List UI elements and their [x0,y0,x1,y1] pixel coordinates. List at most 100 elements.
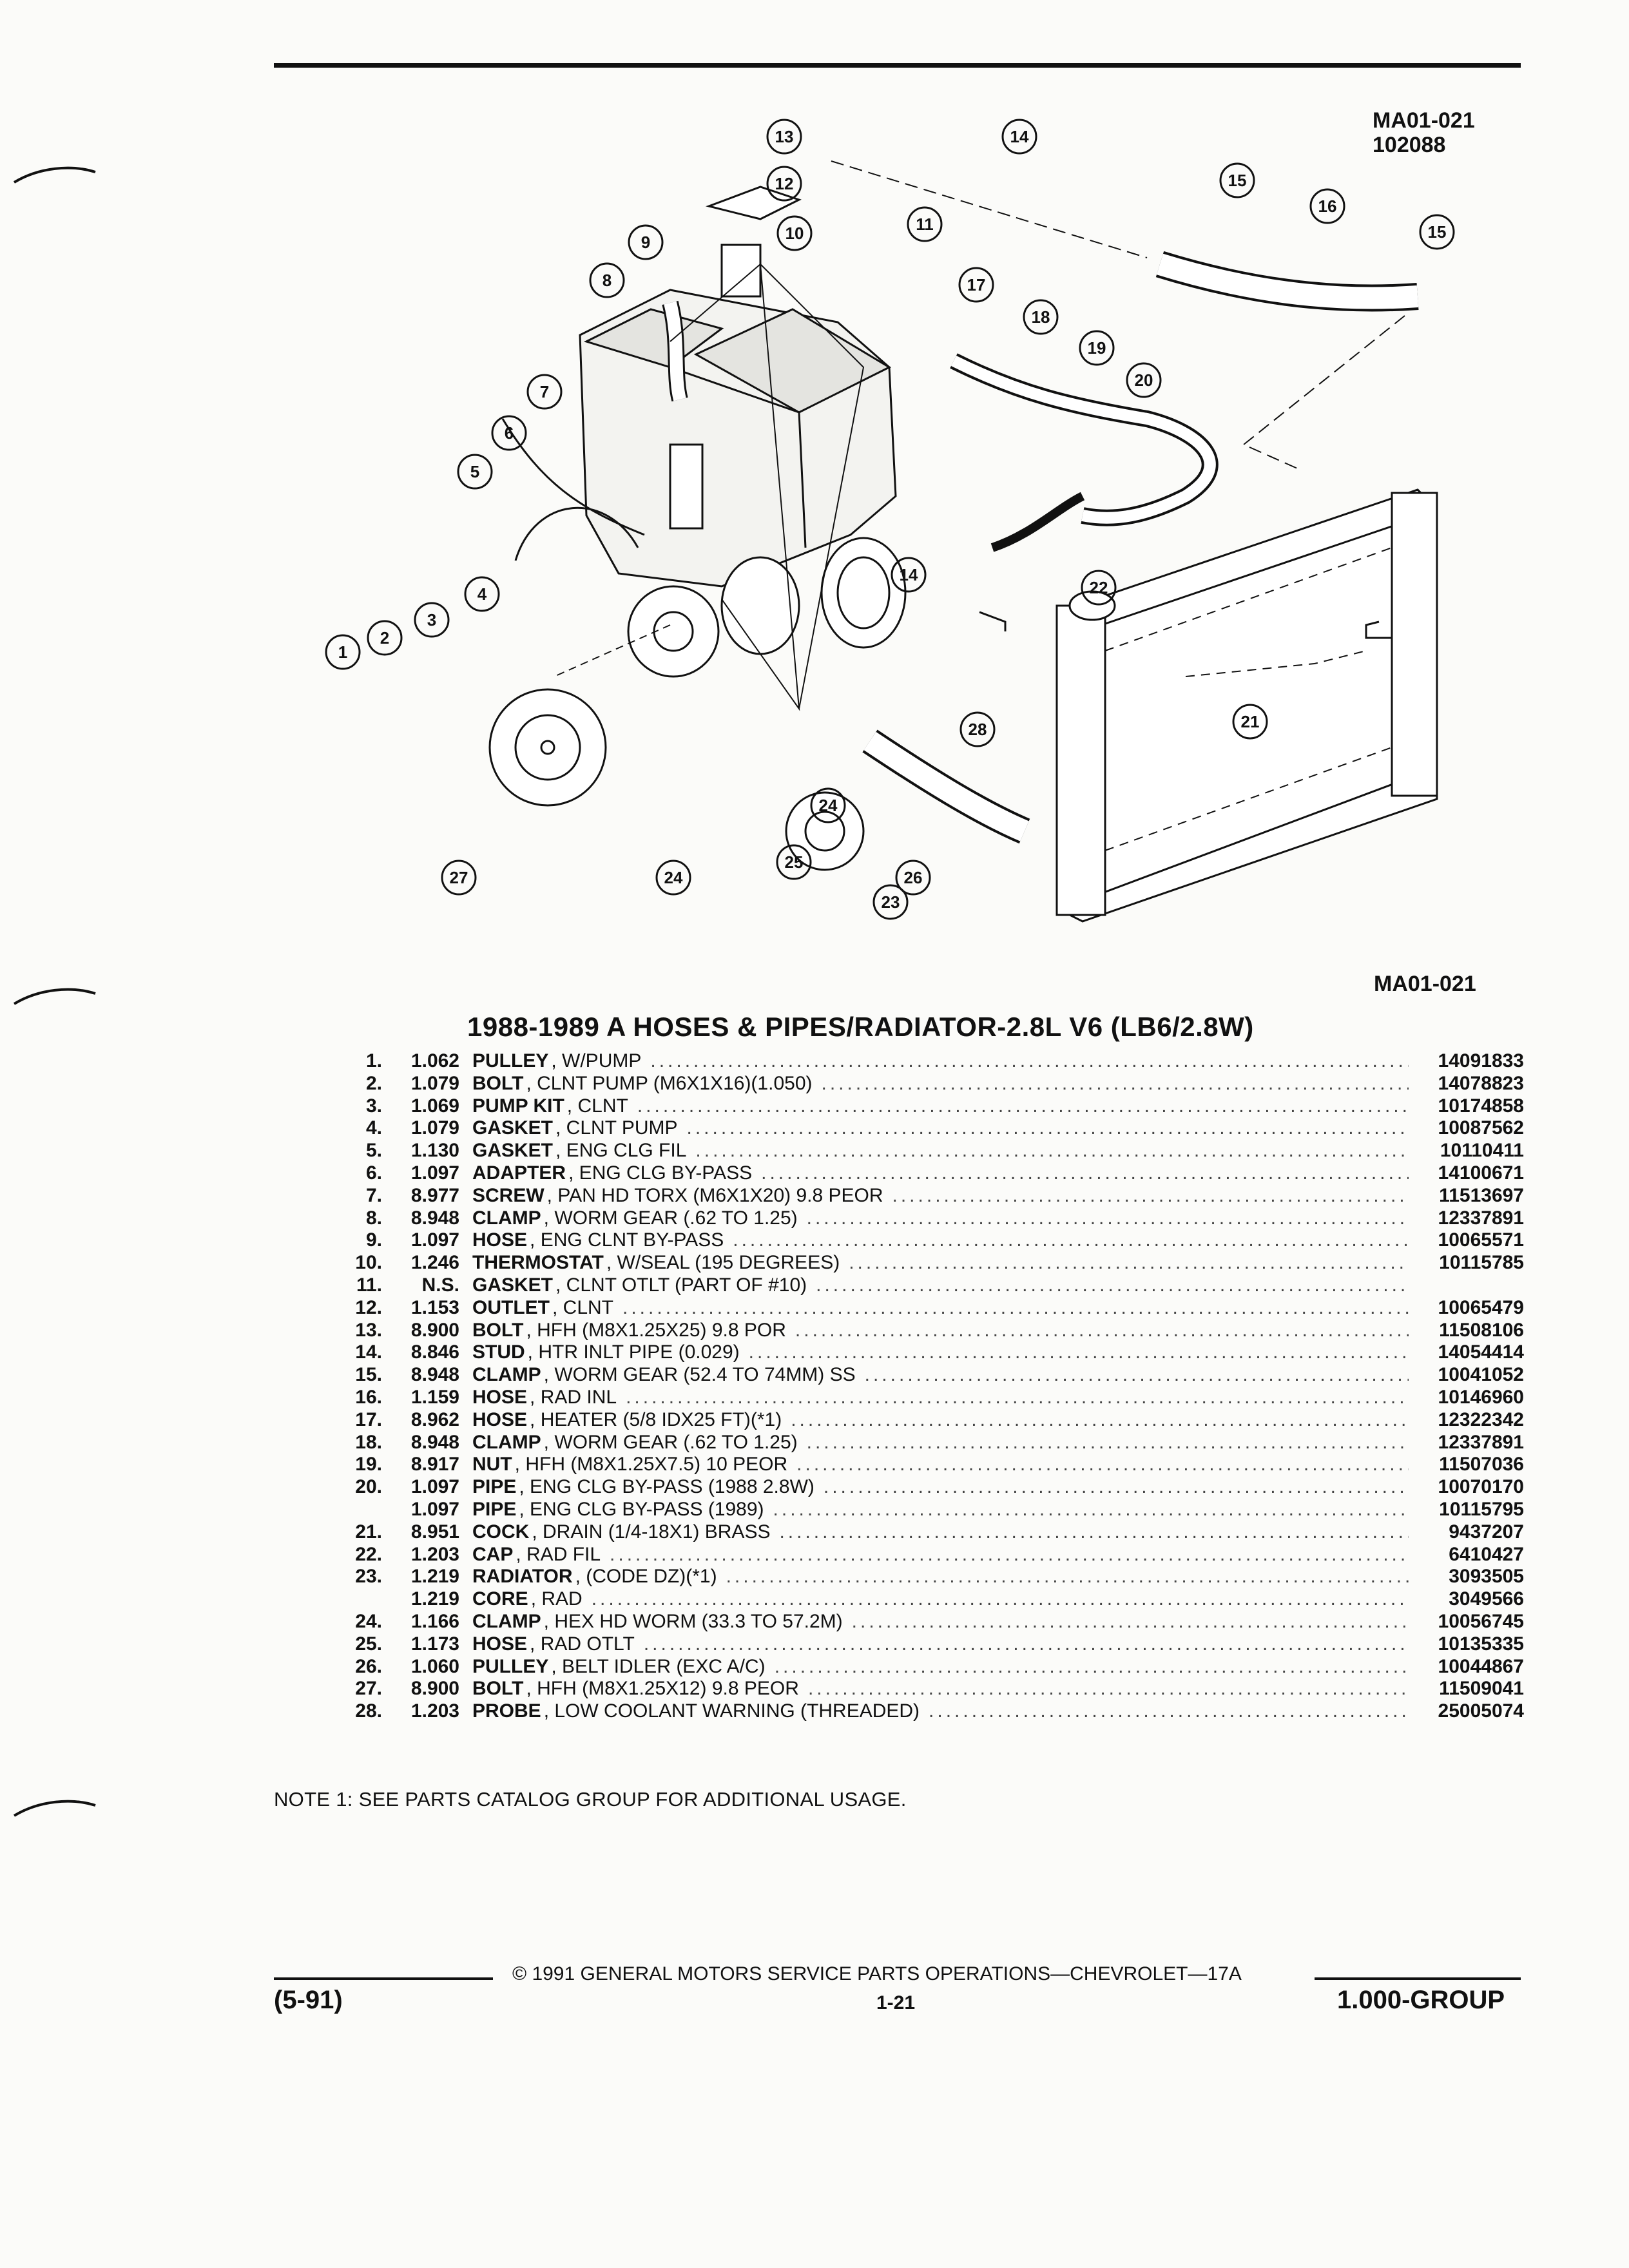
part-description: , RAD OTLT [530,1633,635,1655]
part-code: 8.948 [410,1431,459,1453]
part-description: , ENG CLNT BY-PASS [530,1229,724,1251]
part-description: , ENG CLG BY-PASS (1989) [519,1498,764,1520]
leader-dots [761,1162,1409,1184]
illustration-code: MA01-021 102088 [1373,108,1475,157]
part-code: 8.917 [410,1454,459,1475]
part-description: , PAN HD TORX (M6X1X20) 9.8 PEOR [546,1184,883,1206]
part-name: COCK [472,1521,530,1542]
part-code: 1.203 [410,1543,459,1565]
callout-24b: 24 [664,868,683,887]
part-name: PROBE [472,1700,541,1722]
part-number: 10110411 [1440,1140,1524,1162]
part-name: PIPE [472,1476,517,1498]
leader-dots [733,1229,1409,1251]
part-description: , CLNT [552,1296,614,1318]
part-ref-number: 3. [365,1095,382,1117]
leader-dots [929,1700,1409,1722]
part-name: GASKET [472,1274,554,1296]
part-number: 10146960 [1438,1386,1524,1408]
part-code: 1.246 [410,1252,459,1274]
part-number: 14054414 [1438,1341,1524,1363]
illustration-code-line1: MA01-021 [1373,108,1475,133]
part-ref-number: 17. [355,1408,382,1430]
part-number: 12337891 [1438,1431,1524,1453]
part-number: 10044867 [1438,1655,1524,1677]
callout-13: 13 [775,127,794,146]
part-ref-number: 15. [355,1364,382,1386]
callout-23: 23 [882,892,900,912]
callout-26: 26 [904,868,923,887]
callout-25: 25 [785,852,804,872]
callout-22: 22 [1090,578,1108,597]
callout-15: 15 [1228,171,1247,190]
part-ref-number: 25. [355,1633,382,1655]
part-code: 8.948 [410,1207,459,1229]
leader-dots [795,1320,1409,1341]
part-ref-number: 22. [355,1543,382,1565]
callout-9: 9 [641,233,650,252]
leader-dots [852,1611,1409,1633]
part-ref-number: 20. [355,1476,382,1498]
part-number: 3093505 [1449,1566,1524,1588]
part-name: BOLT [472,1678,524,1700]
part-description: , HFH (M8X1.25X7.5) 10 PEOR [514,1454,788,1475]
part-name: CLAMP [472,1364,541,1386]
part-name: CLAMP [472,1207,541,1229]
part-ref-number: 16. [355,1386,382,1408]
part-ref-number: 24. [355,1610,382,1632]
part-ref-number: 28. [355,1700,382,1722]
leader-dots [775,1656,1409,1678]
part-code: 1.203 [410,1700,459,1722]
part-description: , CLNT PUMP [555,1117,678,1139]
part-name: PIPE [472,1498,517,1520]
part-description: , DRAIN (1/4-18X1) BRASS [532,1521,771,1542]
callout-27: 27 [450,868,468,887]
leader-dots [807,1432,1409,1454]
part-name: HOSE [472,1633,528,1655]
part-description: , CLNT PUMP (M6X1X16)(1.050) [526,1072,813,1094]
part-ref-number: 11. [356,1274,382,1296]
part-description: , W/SEAL (195 DEGREES) [606,1252,840,1274]
part-description: , HTR INLT PIPE (0.029) [527,1341,740,1363]
leader-dots [592,1588,1409,1610]
callout-19: 19 [1088,338,1106,358]
part-description: , CLNT OTLT (PART OF #10) [555,1274,807,1296]
part-ref-number: 6. [365,1162,382,1184]
part-name: ADAPTER [472,1162,566,1184]
part-code: 8.962 [410,1408,459,1430]
page-title: 1988-1989 A HOSES & PIPES/RADIATOR-2.8L … [467,1012,1254,1042]
part-ref-number: 7. [365,1184,382,1206]
leader-dots [773,1499,1409,1521]
part-number: 10087562 [1438,1117,1524,1139]
part-number: 10070170 [1438,1476,1524,1498]
leader-dots [822,1073,1409,1095]
part-code: 1.097 [410,1498,459,1520]
part-code: 1.219 [410,1566,459,1588]
part-code: 1.219 [410,1588,459,1610]
callout-4: 4 [477,584,487,604]
part-ref-number: 5. [365,1140,382,1162]
leader-dots [779,1521,1409,1543]
part-name: PULLEY [472,1655,549,1677]
part-code: 1.173 [410,1633,459,1655]
part-code: 1.097 [410,1229,459,1251]
callout-18: 18 [1032,307,1050,327]
leader-dots [695,1140,1409,1162]
part-number: 9437207 [1449,1521,1524,1542]
part-ref-number: 1. [365,1050,382,1072]
leader-dots [816,1274,1409,1296]
margin-mark [13,166,96,184]
part-name: GASKET [472,1117,554,1139]
